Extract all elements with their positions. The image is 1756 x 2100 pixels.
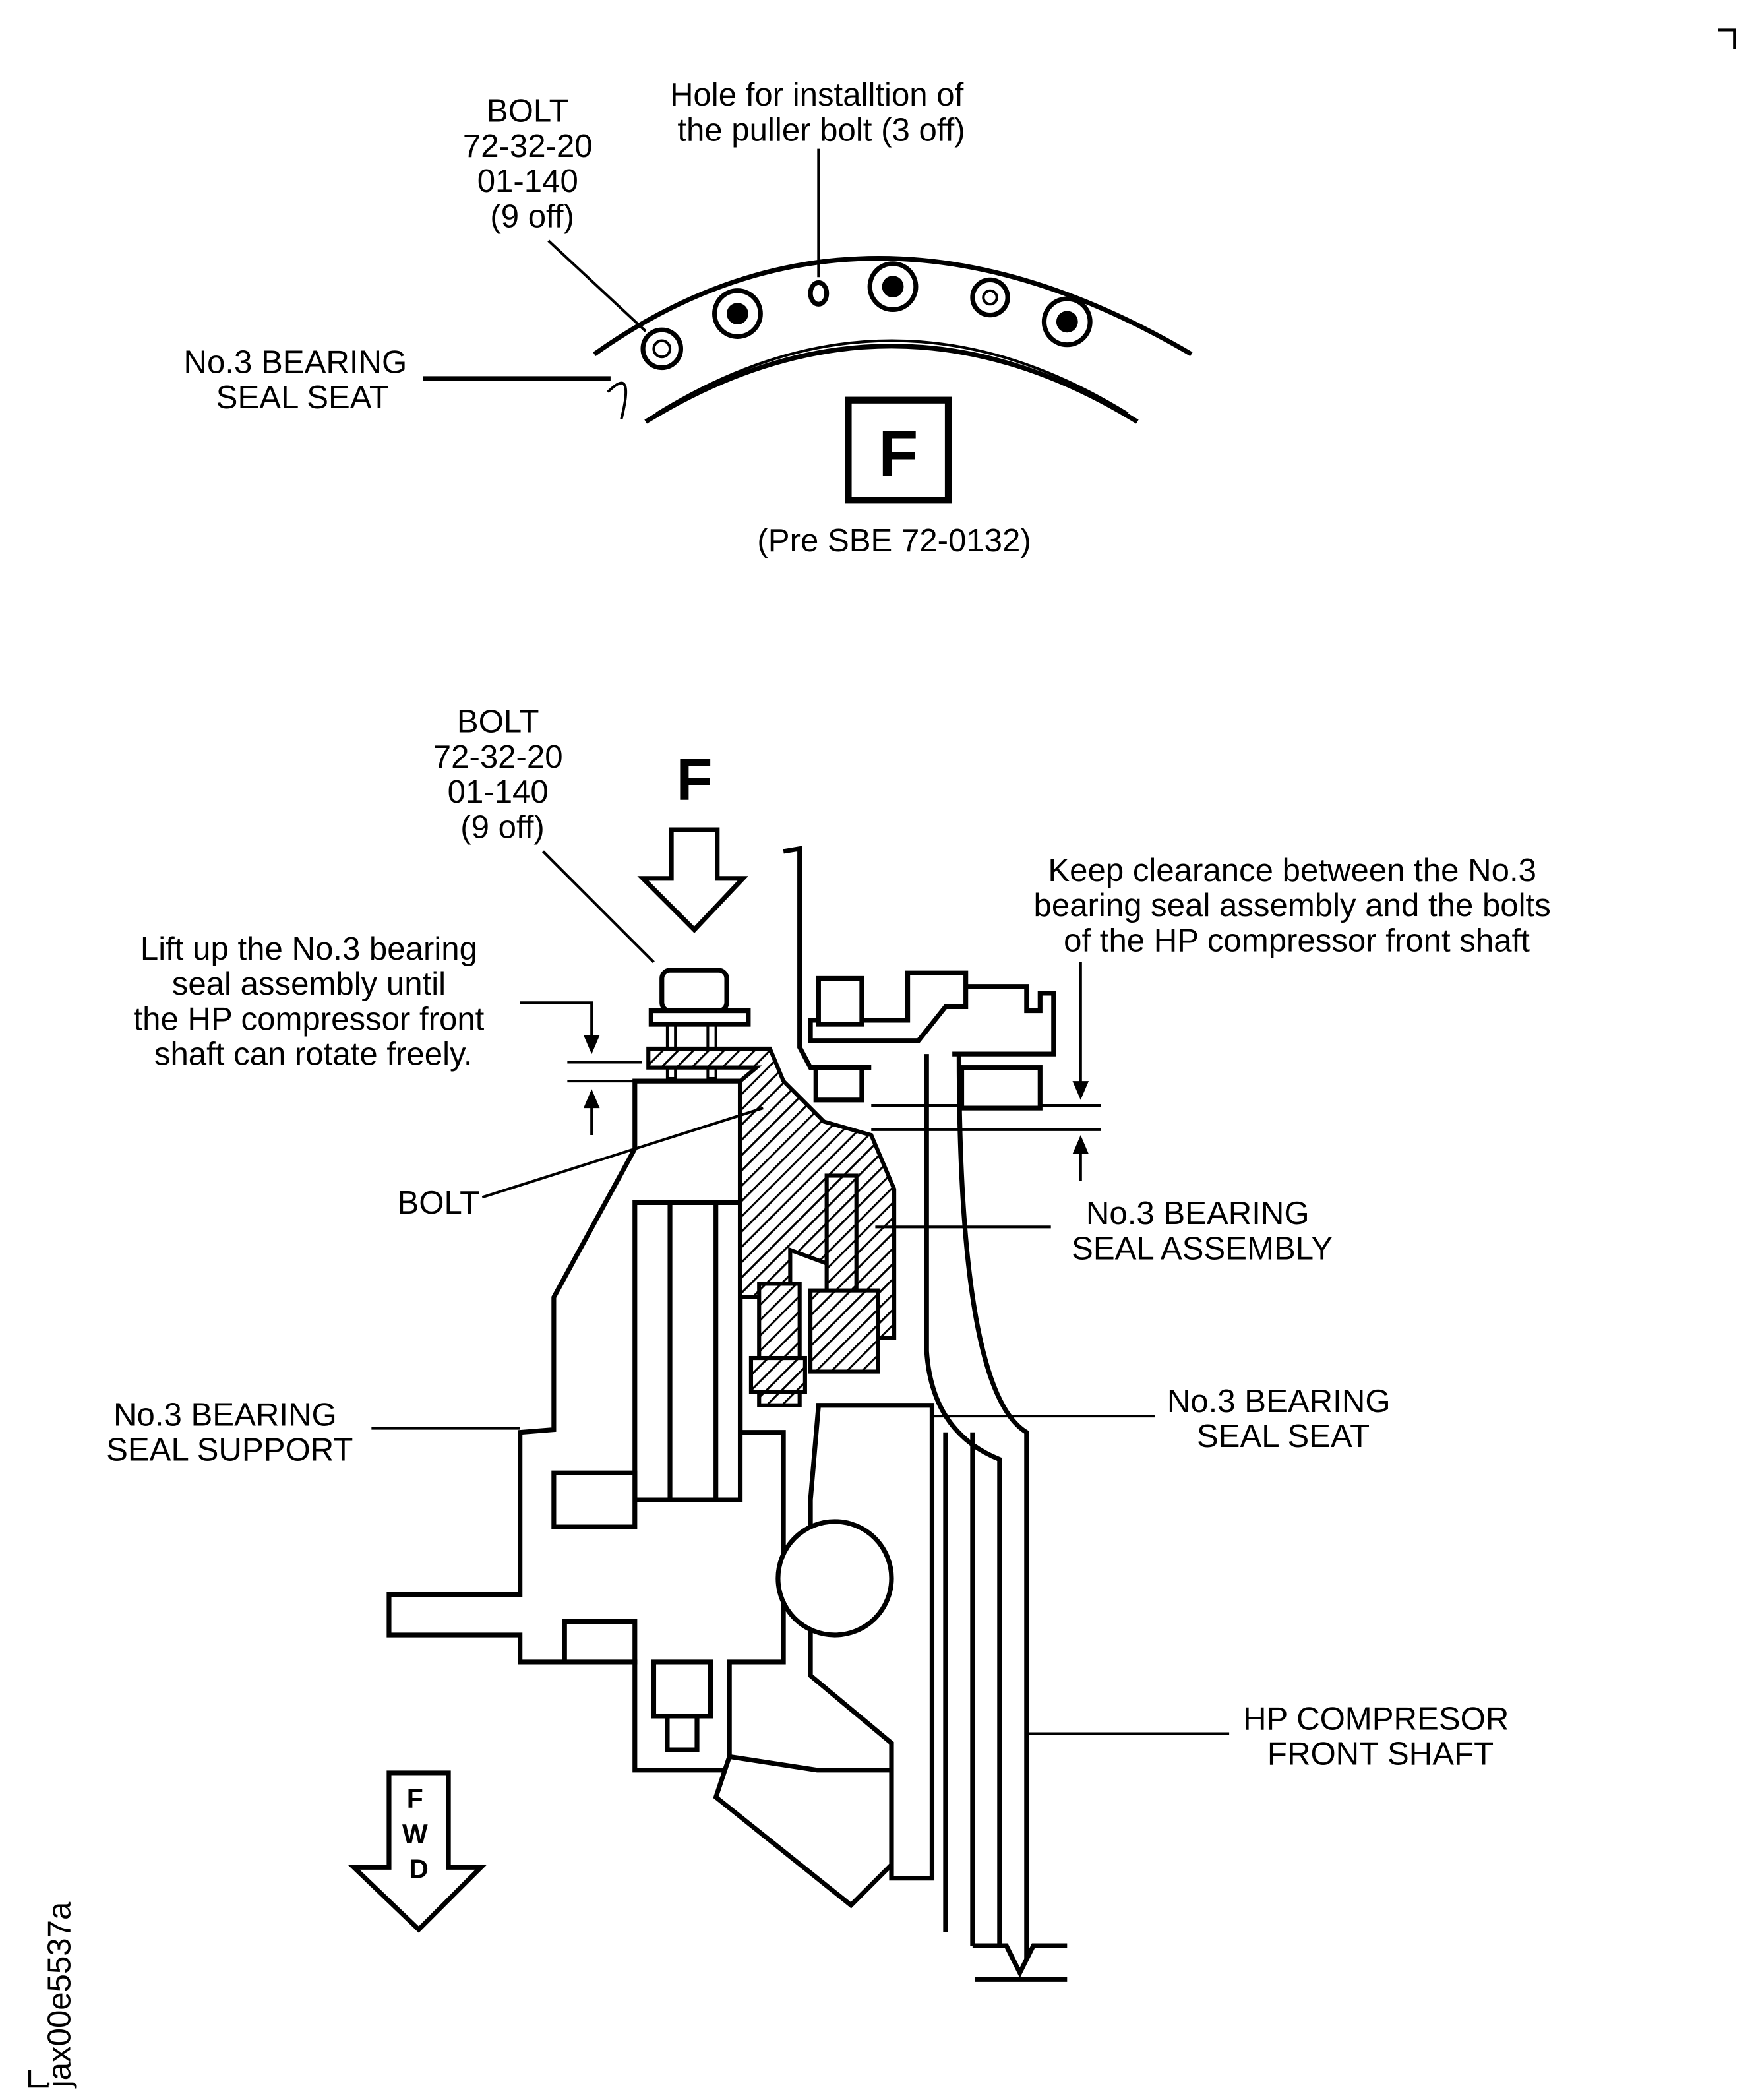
corner-mark-top-right <box>1718 28 1736 49</box>
seal-seat-label: No.3 BEARING SEAL SEAT <box>1167 1383 1399 1454</box>
puller-hole-label: Hole for installtion of the puller bolt … <box>670 77 973 148</box>
bolt-icon <box>648 968 751 1080</box>
figure-id: jax00e5537a <box>42 1901 78 2089</box>
puller-hole-icon <box>808 280 830 307</box>
forward-arrow-icon: F W D <box>348 1770 487 1933</box>
seal-assembly-label: No.3 BEARING SEAL ASSEMBLY <box>1072 1195 1333 1266</box>
view-f-box <box>845 396 952 504</box>
seal-support-structure <box>386 1078 786 1773</box>
view-arrow-letter: F <box>676 747 712 813</box>
clearance-note: Keep clearance between the No.3 bearing … <box>1034 852 1560 959</box>
svg-text:F W D: F W D <box>402 1783 435 1884</box>
corner-mark-bottom-left <box>28 2070 49 2088</box>
pre-sbe-note: (Pre SBE 72-0132) <box>757 522 1031 559</box>
view-direction-arrow-icon <box>637 827 748 933</box>
section-bolt-label: BOLT 72-32-20 01-140 (9 off) <box>433 704 572 846</box>
seal-support-label: No.3 BEARING SEAL SUPPORT <box>106 1396 353 1467</box>
section-bolt2-label: BOLT <box>397 1185 479 1221</box>
bolt-head-icon <box>640 261 1093 371</box>
view-f-letter: F <box>878 417 918 489</box>
compressor-front-shaft <box>713 846 1068 1982</box>
view-f-flange <box>593 256 1193 424</box>
view-f-bolt-label: BOLT 72-32-20 01-140 (9 off) <box>463 93 601 235</box>
lift-note: Lift up the No.3 bearing seal assembly u… <box>133 931 493 1072</box>
seal-assembly <box>646 1046 897 1407</box>
shaft-label: HP COMPRESOR FRONT SHAFT <box>1243 1700 1518 1772</box>
view-f-seal-seat-label: No.3 BEARING SEAL SEAT <box>184 344 416 416</box>
